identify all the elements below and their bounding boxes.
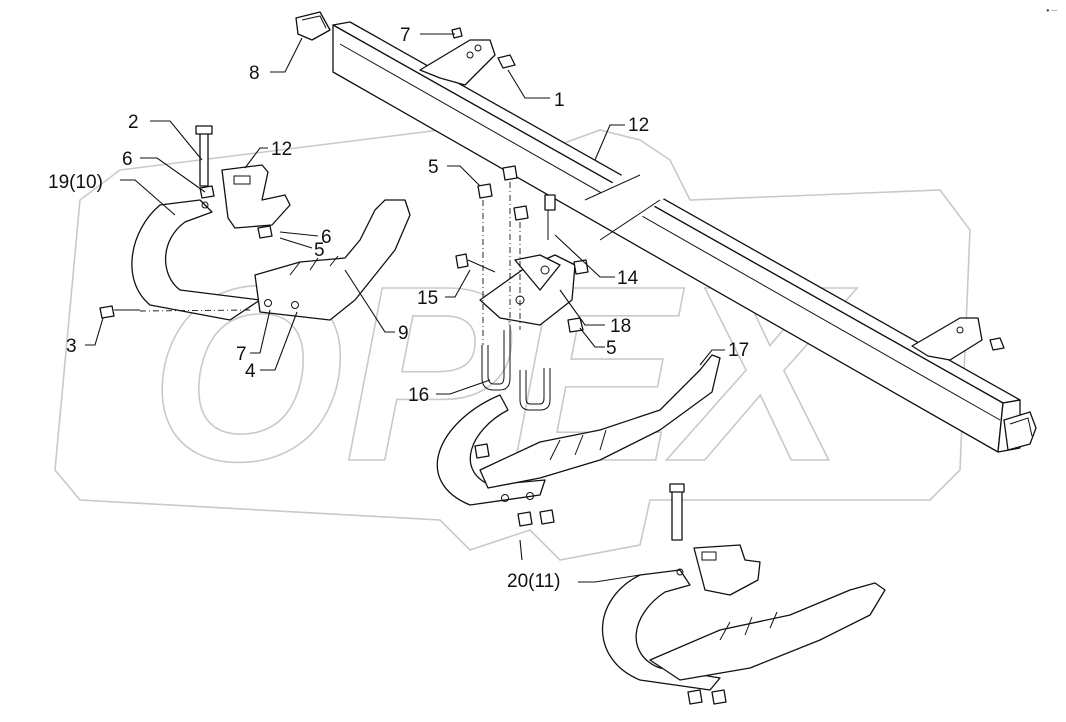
- callout-18: 18: [610, 316, 631, 337]
- part-clamp-bracket-right: [911, 317, 1005, 361]
- callout-3: 3: [66, 336, 77, 357]
- part-spring-tine-left: [131, 125, 261, 321]
- callout-5-right: 5: [606, 338, 617, 359]
- callout-7-left: 7: [236, 344, 247, 365]
- part-center-fasteners: [477, 165, 556, 345]
- part-bolt-3: [99, 305, 251, 319]
- callout-8: 8: [249, 63, 260, 84]
- callout-20-11: 20(11): [507, 571, 561, 592]
- leader-lines: [85, 33, 725, 583]
- callout-19-10: 19(10): [48, 172, 103, 193]
- callout-7-top: 7: [400, 25, 411, 46]
- callout-5-left: 5: [314, 240, 325, 261]
- part-spring-tine-center: [436, 354, 721, 527]
- callout-1: 1: [554, 90, 565, 111]
- callout-17: 17: [728, 340, 749, 361]
- callout-12-left: 12: [271, 139, 292, 160]
- callout-2: 2: [128, 112, 139, 133]
- part-clamp-bracket-top: [419, 27, 516, 86]
- part-mount-bracket-left: [221, 164, 291, 239]
- callout-labels: 7 1 8 2 6 19(10) 12 6 5 3 7 4 9 12 5 14 …: [48, 25, 749, 592]
- part-shovel-left: [254, 199, 411, 321]
- part-bolt-15: [455, 253, 496, 273]
- callout-6-right: 6: [321, 227, 332, 248]
- callout-14: 14: [617, 268, 639, 289]
- watermark-gear-outline: [54, 119, 971, 561]
- part-spring-tine-bottom: [601, 483, 886, 705]
- callout-5-center: 5: [428, 157, 439, 178]
- part-beam-tube: [332, 21, 1021, 453]
- callout-12-top: 12: [628, 115, 649, 136]
- callout-16: 16: [408, 385, 429, 406]
- callout-6-left: 6: [122, 149, 133, 170]
- part-end-cap-top: [295, 11, 331, 41]
- callout-4: 4: [245, 361, 256, 382]
- callout-15: 15: [417, 288, 438, 309]
- part-end-cap-bottom: [1003, 411, 1037, 451]
- corner-mark: ● ―: [1046, 8, 1057, 14]
- callout-9: 9: [398, 323, 409, 344]
